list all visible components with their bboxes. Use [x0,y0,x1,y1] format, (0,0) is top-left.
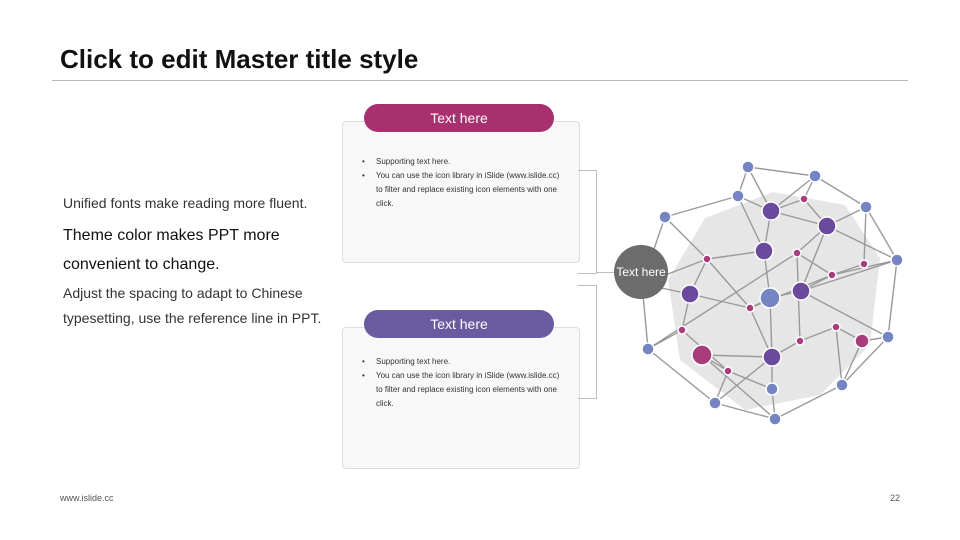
left-text-line-2: Theme color makes PPT more convenient to… [63,227,280,273]
left-text-line-1: Unified fonts make reading more fluent. [63,195,308,211]
left-text-line-3: Adjust the spacing to adapt to Chinese t… [63,285,322,326]
title-divider [52,80,908,81]
network-edge [701,354,776,420]
footer-url[interactable]: www.islide.cc [60,493,114,503]
network-node [762,347,782,367]
network-edge [800,259,898,292]
network-node [859,200,873,214]
bullet-item: Supporting text here. [362,155,562,169]
network-node [745,303,755,313]
network-edge [714,402,776,420]
text-card-bottom-bullets: Supporting text here. You can use the ic… [362,355,562,411]
network-node [677,325,687,335]
network-edge [647,348,716,404]
network-edge [701,354,773,358]
network-node [759,287,781,309]
network-edge [796,252,833,276]
network-node [708,396,722,410]
network-node [890,253,904,267]
network-edge [865,206,898,261]
network-node [808,169,822,183]
network-edge [831,263,865,276]
bullet-item: You can use the icon library in iSlide (… [362,169,562,211]
network-edge [664,195,739,218]
network-edge [727,370,773,390]
network-edge [887,259,898,338]
network-edge [800,225,828,292]
network-node [791,281,811,301]
network-node [835,378,849,392]
network-node [768,412,782,426]
network-node [641,342,655,356]
network-node [817,216,837,236]
connector-join-line [596,272,614,273]
network-edge [689,293,751,309]
network-node [680,284,700,304]
network-node [765,382,779,396]
network-edge [863,206,867,265]
network-edge [799,326,837,342]
network-edge [841,336,889,386]
network-node [859,259,869,269]
network-node [691,344,713,366]
network-node [731,189,745,203]
network-node [741,160,755,174]
network-node [754,241,774,261]
bullet-item: Supporting text here. [362,355,562,369]
network-center-label[interactable]: Text here [614,245,668,299]
network-node [792,248,802,258]
slide-title[interactable]: Click to edit Master title style [60,44,419,74]
network-edge [826,225,898,261]
network-edge [664,216,708,260]
network-node [795,336,805,346]
network-node [831,322,841,332]
text-card-top-bullets: Supporting text here. You can use the ic… [362,155,562,211]
network-edge [835,326,843,386]
network-edge [800,290,889,338]
network-edge [841,340,863,386]
text-card-top-pill[interactable]: Text here [364,104,554,132]
network-node [799,194,809,204]
network-node [702,254,712,264]
network-node [658,210,672,224]
network-node [761,201,781,221]
network-edge [774,384,843,420]
connector-bracket-top [578,170,597,274]
network-edge [737,195,765,252]
network-graphic[interactable] [600,150,920,440]
bullet-item: You can use the icon library in iSlide (… [362,369,562,411]
network-node [723,366,733,376]
left-text-block[interactable]: Unified fonts make reading more fluent. … [63,195,343,331]
network-edge [747,166,816,177]
network-node [854,333,870,349]
text-card-bottom-pill[interactable]: Text here [364,310,554,338]
page-number: 22 [889,493,900,503]
connector-bracket-bottom [578,285,597,399]
network-node [881,330,895,344]
network-node [827,270,837,280]
network-edge [814,175,867,208]
network-edge [706,258,751,309]
network-edge [714,356,773,404]
